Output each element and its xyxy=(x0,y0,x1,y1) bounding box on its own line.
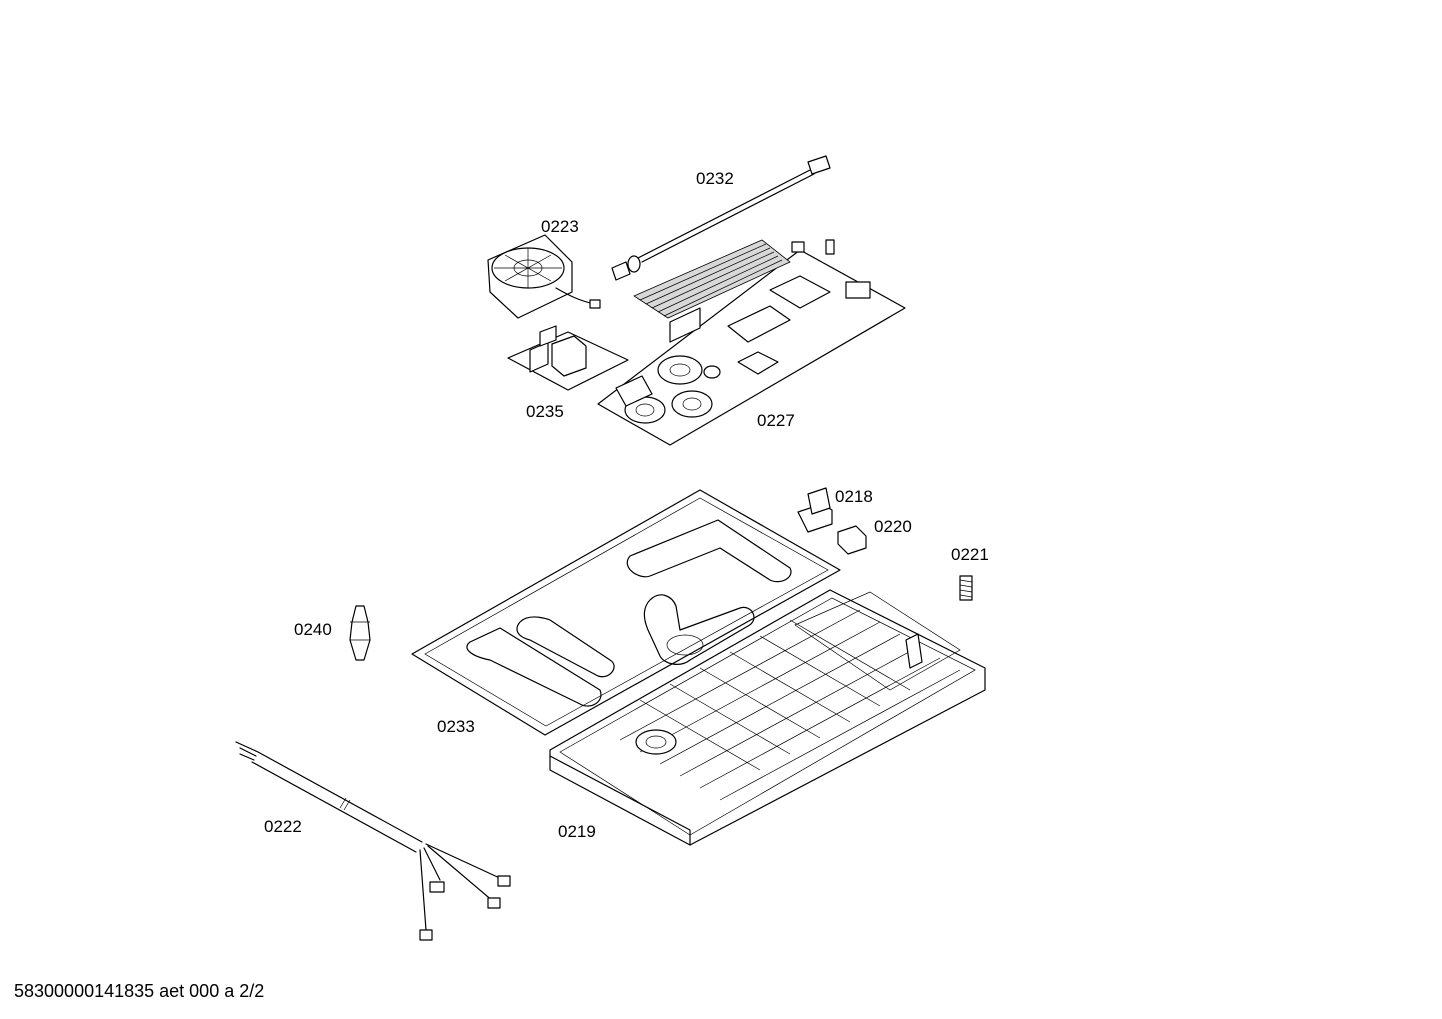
part-0232-ribbon-cable xyxy=(611,155,831,281)
label-0227: 0227 xyxy=(757,411,795,430)
label-0219: 0219 xyxy=(558,822,596,841)
part-0218-bracket xyxy=(797,487,833,533)
part-0219-base-housing xyxy=(549,589,986,846)
part-0227-main-pcb xyxy=(597,239,906,446)
label-0233: 0233 xyxy=(437,717,475,736)
label-0220: 0220 xyxy=(874,517,912,536)
part-0233-glass-plate xyxy=(411,489,841,736)
label-0221: 0221 xyxy=(951,545,989,564)
label-0218: 0218 xyxy=(835,487,873,506)
part-0240-fastener xyxy=(349,605,371,661)
label-0223: 0223 xyxy=(541,217,579,236)
part-0221-spring xyxy=(959,575,973,601)
part-0235-small-pcb xyxy=(507,325,629,391)
part-0223-fan xyxy=(487,234,601,319)
label-0232: 0232 xyxy=(696,169,734,188)
label-0235: 0235 xyxy=(526,402,564,421)
part-0220-clip xyxy=(837,525,867,555)
label-0240: 0240 xyxy=(294,620,332,639)
label-0222: 0222 xyxy=(264,817,302,836)
part-0222-power-cord xyxy=(235,741,511,941)
document-id-footer: 58300000141835 aet 000 a 2/2 xyxy=(14,981,265,1001)
